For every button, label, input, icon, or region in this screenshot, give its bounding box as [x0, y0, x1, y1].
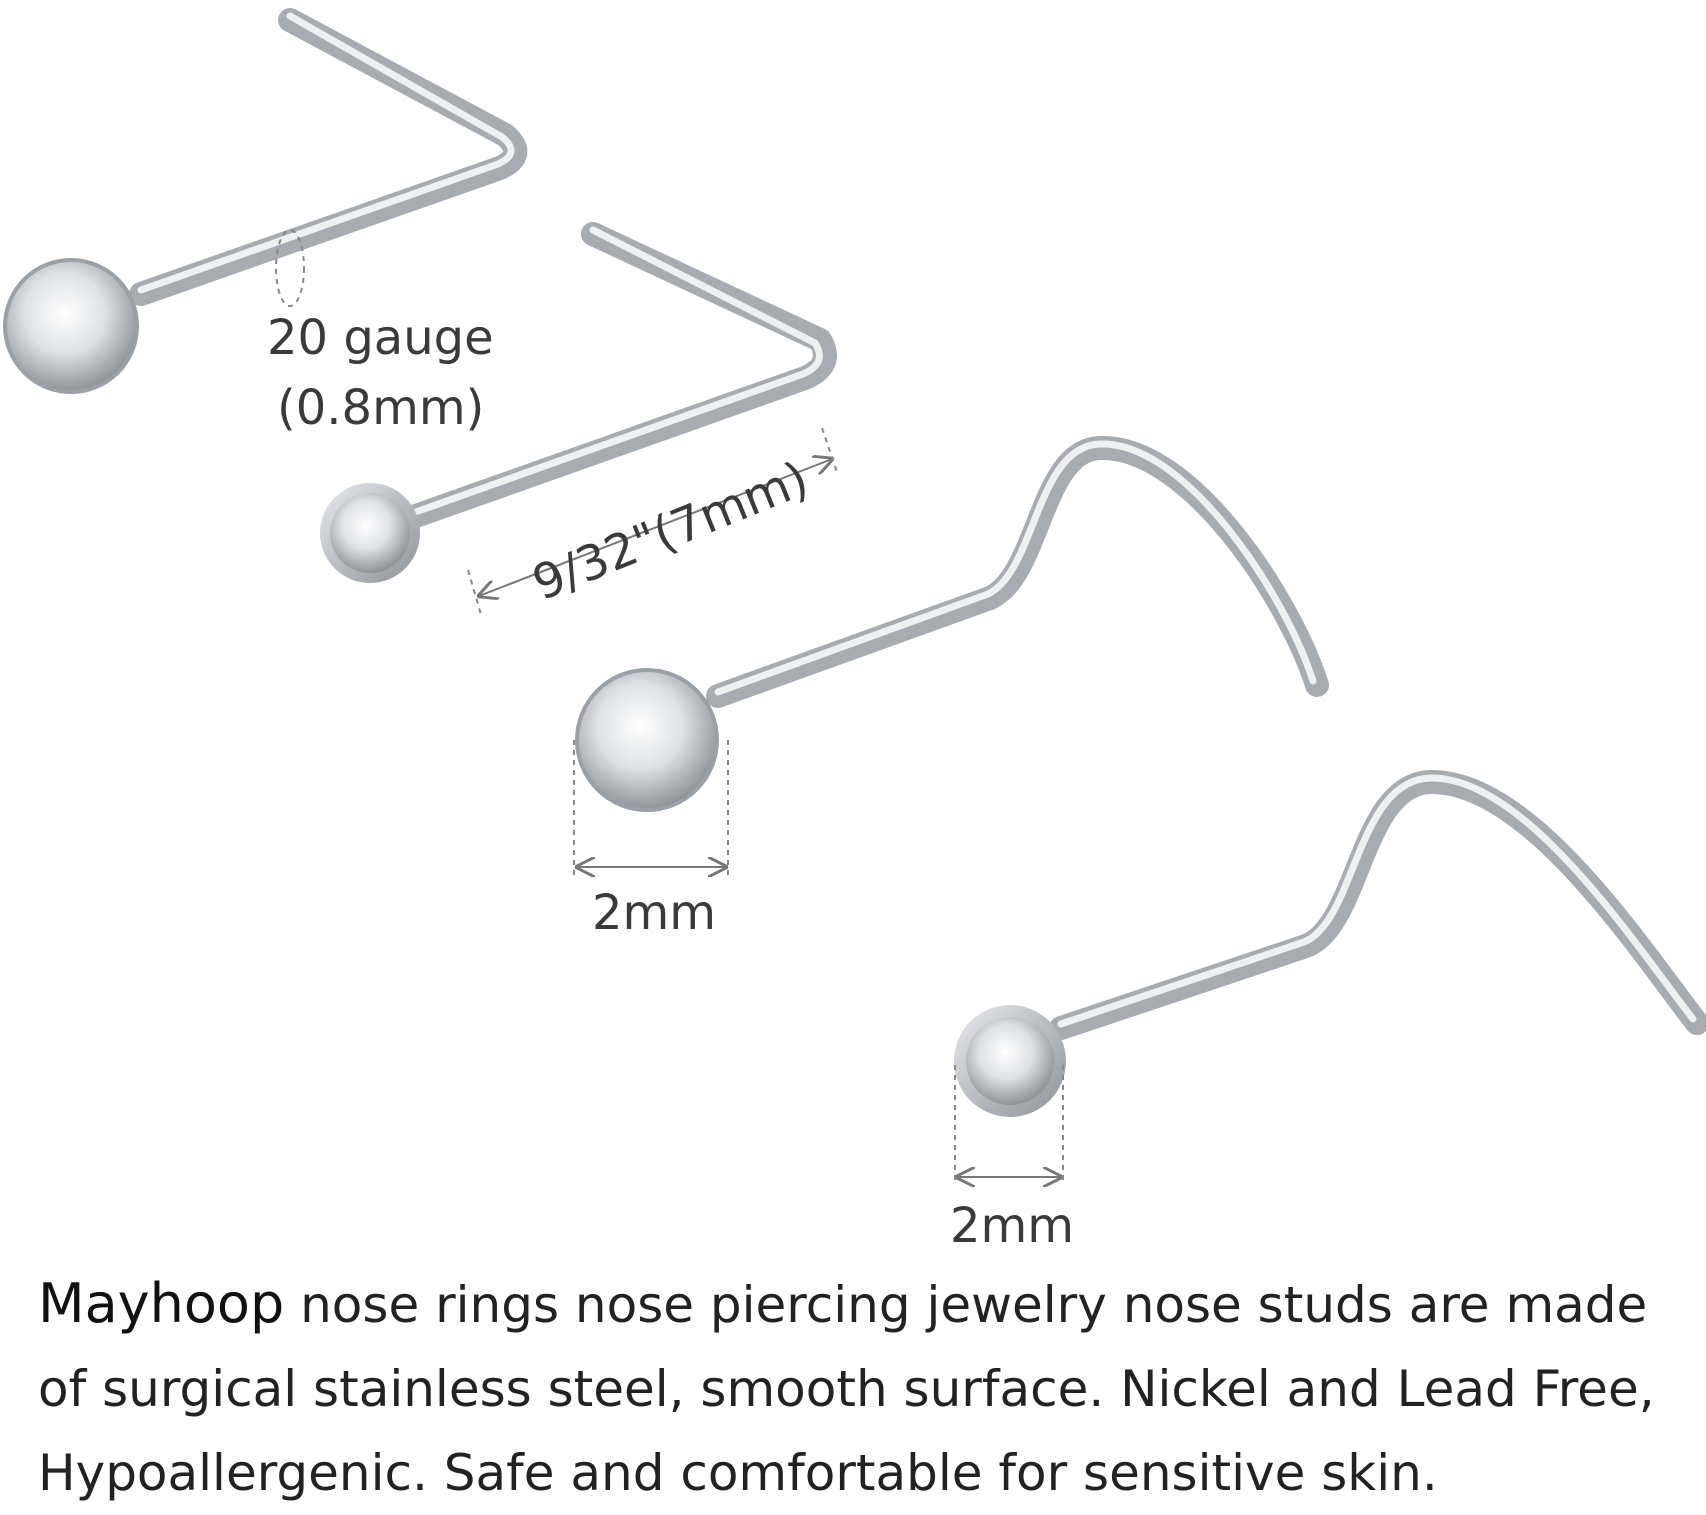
description-text: nose rings nose piercing jewelry nose st…: [38, 1276, 1655, 1502]
gem-icon: [575, 668, 719, 812]
gauge-mm-label: (0.8mm): [277, 380, 485, 436]
gem-icon: [3, 258, 139, 394]
gem-size-label-1: 2mm: [592, 885, 717, 941]
gauge-label: 20 gauge: [267, 310, 494, 366]
brand-name: Mayhoop: [38, 1272, 285, 1335]
screw-prong-stud: [573, 435, 1329, 875]
screw-bezel-stud: [954, 769, 1706, 1185]
l-shape-prong-stud: [3, 8, 528, 394]
gem-icon: [966, 1017, 1054, 1105]
gem-size-label-2: 2mm: [950, 1198, 1075, 1254]
product-description: Mayhoop nose rings nose piercing jewelry…: [38, 1262, 1678, 1515]
gem-icon: [330, 493, 410, 573]
l-shape-bezel-stud: [320, 222, 839, 619]
